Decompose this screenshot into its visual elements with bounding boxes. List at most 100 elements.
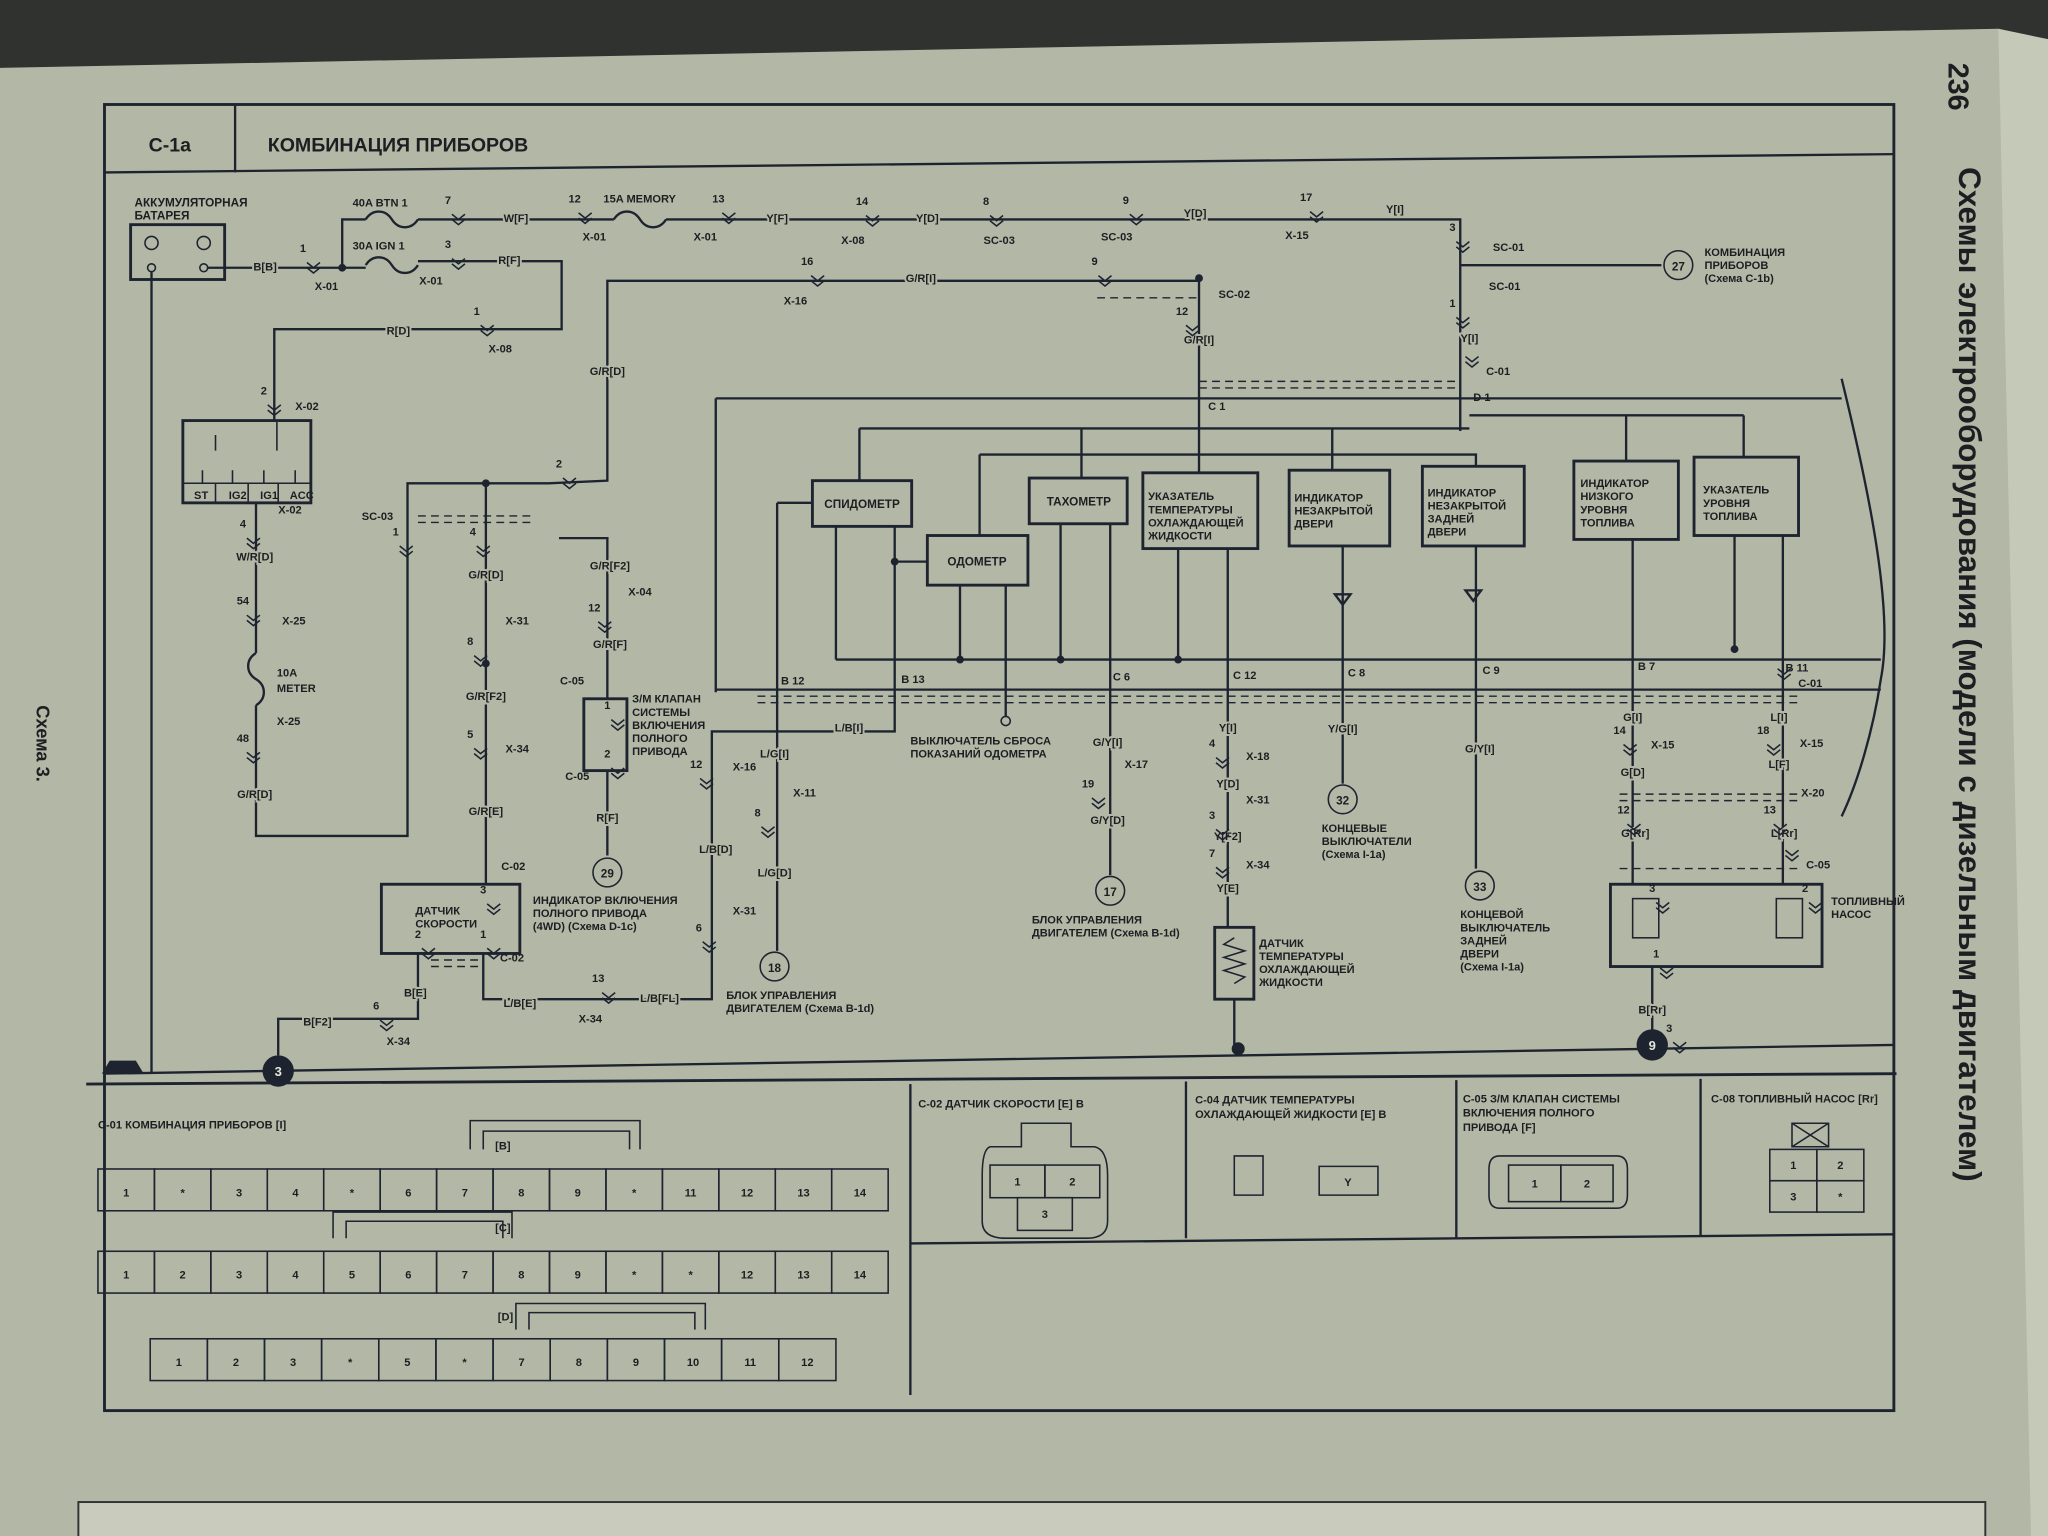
connector-pin-number: 9 [575,1270,581,1282]
cluster-pin-label: B 13 [901,674,924,686]
scheme-code: C-1a [149,135,193,157]
connector-view-title: C-02 ДАТЧИК СКОРОСТИ [E] B [918,1099,1084,1111]
temp-sensor-label: ОХЛАЖДАЮЩЕЙ [1259,963,1354,976]
fuse-10a [246,652,266,707]
odometer-box [925,534,1030,587]
fwd-valve-label: ПРИВОДА [632,746,687,758]
connector-pin-number: 1 [1532,1178,1538,1190]
wire-color-label: W[F] [504,213,529,225]
connector-pin-number: 13 [1764,805,1776,817]
connector-pin-number: 8 [518,1187,524,1199]
wire-color-label: L/B[E] [504,998,537,1010]
connector-pin-number: * [462,1357,467,1369]
connector-chevron-icon [1766,743,1781,756]
wire-color-label: Y[E] [1217,883,1239,895]
connector-chevron-icon [1185,324,1200,337]
ignition-switch-box [181,419,313,505]
connector-pin-number: * [632,1270,637,1282]
low-fuel-indicator-label: ИНДИКАТОР [1580,478,1649,490]
reference-number: 27 [1672,260,1686,273]
connector-pin-number: 3 [1209,810,1215,822]
wire-color-label: L/G[D] [758,867,792,879]
connector-pin-number: 6 [405,1187,411,1199]
connector-chevron-icon [473,747,488,760]
wire-color-label: G/R[F] [593,639,627,651]
connector-pin-number: 4 [292,1187,299,1199]
wire-color-label: L/B[D] [699,844,733,856]
door-indicator-label: ДВЕРИ [1294,519,1333,531]
connector-pin-number: * [1838,1191,1843,1203]
reference-text: ЗАДНЕЙ [1460,934,1507,947]
connector-chevron-icon [597,621,612,634]
connector-pin-cell [1560,1164,1614,1203]
connector-chevron-icon [451,213,466,226]
connector-id: X-34 [506,743,530,755]
cluster-pin-label: C 6 [1113,671,1130,683]
connector-chevron-icon [1215,866,1230,879]
scheme-label: Схема 3. [33,705,54,782]
cluster-pin-label: B 12 [781,675,804,687]
door-indicator-label: ИНДИКАТОР [1294,493,1363,505]
connector-pin-number: * [688,1270,693,1282]
connector-pin-number: 7 [445,195,451,207]
connector-pin-number: 12 [741,1270,753,1282]
reference-text: ДВИГАТЕЛЕМ (Схема B-1d) [1032,927,1180,939]
wire-color-label: G/R[E] [469,806,504,818]
connector-view-title: ПРИВОДА [F] [1463,1122,1536,1134]
connector-chevron-icon [760,826,776,839]
rear-door-indicator-box [1420,464,1526,548]
fuse-label: 15A MEMORY [603,193,676,205]
connector-pin-number: 1 [604,700,610,712]
fuse-label: 10A [277,668,297,680]
connector-id: X-16 [733,762,756,774]
connector-id: X-08 [489,344,512,356]
connector-chevron-icon [1808,901,1823,914]
wire-color-label: G/Y[D] [1090,815,1125,827]
connector-id: X-15 [1800,738,1823,750]
connector-pin-number: 5 [349,1270,355,1282]
connector-pin-number: 14 [854,1270,867,1282]
connector-pin-number: 3 [445,239,451,251]
connector-chevron-icon [1215,756,1230,770]
wire-color-label: L/B[FL] [640,993,679,1005]
low-fuel-indicator-label: НИЗКОГО [1580,491,1633,503]
connector-id: X-31 [1246,794,1269,806]
door-indicator-box [1287,468,1392,548]
connector-chevron-icon [1464,355,1480,369]
connector-chevron-icon [601,992,616,1005]
connector-chevron-icon [721,212,736,225]
temp-gauge-label: УКАЗАТЕЛЬ [1148,491,1214,503]
connector-id: X-25 [282,615,305,627]
connector-pin-number: 1 [1449,298,1455,310]
connector-pin-number: 2 [261,385,267,397]
connector-chevron-icon [1215,828,1230,841]
reference-text: ИНДИКАТОР ВКЛЮЧЕНИЯ [533,895,678,907]
connector-pin-number: 2 [1069,1176,1075,1188]
connector-pin-cell [1816,1179,1865,1213]
fuse-label: METER [277,683,316,695]
connector-id: C-01 [1798,678,1822,690]
connector-pin-number: 7 [519,1357,525,1369]
connector-pin-number: 1 [1790,1160,1796,1172]
connector-pin-number: 2 [1584,1178,1590,1190]
connector-chevron-icon [1091,797,1106,810]
wire-color-label: G/R[D] [590,366,625,378]
connector-id: SC-01 [1489,281,1520,293]
connector-chevron-icon [989,214,1004,227]
connector-pin-number: 8 [754,807,760,819]
connector-pin-number: 1 [480,929,486,941]
wire-color-label: W/R[D] [236,551,273,563]
cluster-pin-label: D 1 [1473,392,1490,404]
connector-pin-number: 3 [236,1270,242,1282]
connector-pin-number: 4 [1209,738,1216,750]
connector-chevron-icon [1623,743,1638,756]
connector-pin-number: * [348,1357,353,1369]
connector-pin-cell [830,1168,889,1212]
connector-pin-number: Y [1344,1177,1352,1189]
connector-pin-number: 8 [518,1270,524,1282]
connector-id: C-01 [1486,366,1510,378]
connector-id: X-02 [278,504,301,516]
connector-id: X-11 [793,788,816,800]
ground-number: 3 [275,1064,282,1079]
